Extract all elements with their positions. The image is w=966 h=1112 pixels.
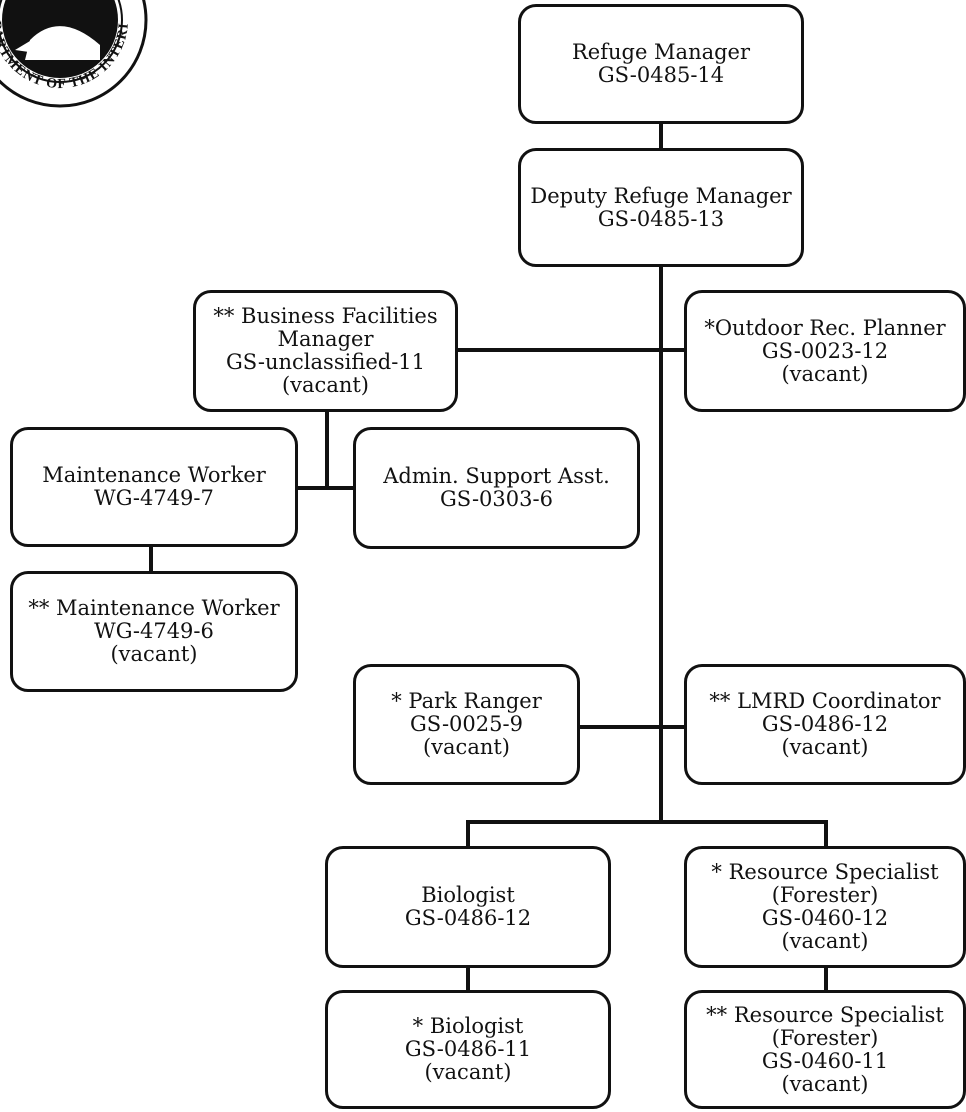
connector-branch-left — [466, 820, 470, 848]
box-grade: GS-0485-13 — [597, 206, 725, 231]
box-grade: GS-0486-11 — [404, 1037, 532, 1061]
box-title: Biologist — [421, 883, 515, 907]
box-title: ** Maintenance Worker — [28, 596, 280, 620]
box-maintenance-worker: Maintenance Worker WG-4749-7 — [10, 427, 298, 547]
box-refuge-manager: Refuge Manager GS-0485-14 — [518, 4, 804, 124]
box-title: ** Resource Specialist — [706, 1002, 944, 1027]
box-grade: GS-0486-12 — [404, 906, 532, 930]
box-status: (vacant) — [422, 735, 510, 759]
box-grade: GS-0460-12 — [761, 906, 889, 930]
box-title: Deputy Refuge Manager — [530, 183, 792, 208]
box-grade: WG-4749-6 — [94, 619, 214, 643]
box-biologist: Biologist GS-0486-12 — [325, 846, 611, 968]
box-title: Maintenance Worker — [42, 463, 266, 487]
box-outdoor-rec-planner: *Outdoor Rec. Planner GS-0023-12 (vacant… — [684, 290, 966, 412]
box-title-cont: (Forester) — [771, 1025, 879, 1050]
box-maintenance-worker-vacant: ** Maintenance Worker WG-4749-6 (vacant) — [10, 571, 298, 692]
box-deputy-refuge-manager: Deputy Refuge Manager GS-0485-13 — [518, 148, 804, 267]
box-business-facilities-manager: ** Business Facilities Manager GS-unclas… — [193, 290, 458, 412]
box-lmrd-coordinator: ** LMRD Coordinator GS-0486-12 (vacant) — [684, 664, 966, 785]
box-grade: GS-unclassified-11 — [225, 350, 426, 374]
box-grade: GS-0460-11 — [761, 1048, 889, 1073]
box-grade: GS-0486-12 — [761, 712, 889, 736]
doi-seal-logo: DEPARTMENT OF THE INTERIOR — [0, 0, 148, 108]
box-admin-support-asst: Admin. Support Asst. GS-0303-6 — [353, 427, 640, 549]
connector-business-outdoor — [456, 348, 686, 352]
box-resource-specialist: * Resource Specialist (Forester) GS-0460… — [684, 846, 966, 968]
box-title: ** LMRD Coordinator — [709, 689, 941, 713]
connector-maintenance-down — [149, 545, 153, 573]
connector-main-trunk — [659, 265, 663, 823]
box-title: *Outdoor Rec. Planner — [704, 315, 946, 340]
box-status: (vacant) — [281, 373, 369, 397]
box-status: (vacant) — [110, 642, 198, 666]
connector-resource-down — [824, 966, 828, 992]
box-title: * Biologist — [412, 1014, 524, 1038]
box-title-cont: Manager — [277, 327, 374, 351]
connector-maintenance-admin — [296, 486, 356, 490]
box-grade: GS-0485-14 — [597, 63, 725, 87]
box-grade: GS-0303-6 — [440, 487, 553, 511]
box-status: (vacant) — [781, 1071, 869, 1096]
connector-business-down — [325, 410, 329, 488]
box-title: Admin. Support Asst. — [383, 464, 610, 488]
box-resource-specialist-vacant: ** Resource Specialist (Forester) GS-046… — [684, 990, 966, 1109]
box-biologist-vacant: * Biologist GS-0486-11 (vacant) — [325, 990, 611, 1109]
box-status: (vacant) — [781, 361, 869, 386]
box-status: (vacant) — [781, 735, 869, 759]
box-title: Refuge Manager — [571, 40, 751, 64]
box-status: (vacant) — [424, 1060, 512, 1084]
box-status: (vacant) — [781, 929, 869, 953]
box-title: * Park Ranger — [391, 689, 542, 713]
box-grade: WG-4749-7 — [94, 486, 214, 510]
box-title: * Resource Specialist — [711, 860, 939, 884]
box-title: ** Business Facilities — [213, 304, 438, 328]
box-park-ranger: * Park Ranger GS-0025-9 (vacant) — [353, 664, 580, 785]
connector-biologist-down — [466, 966, 470, 992]
connector-manager-deputy — [659, 122, 663, 150]
box-grade: GS-0025-9 — [410, 712, 523, 736]
box-title-cont: (Forester) — [771, 883, 879, 907]
connector-branch-right — [824, 820, 828, 848]
connector-bottom-branch — [466, 820, 828, 824]
connector-ranger-lmrd — [578, 725, 686, 729]
box-grade: GS-0023-12 — [761, 338, 889, 363]
